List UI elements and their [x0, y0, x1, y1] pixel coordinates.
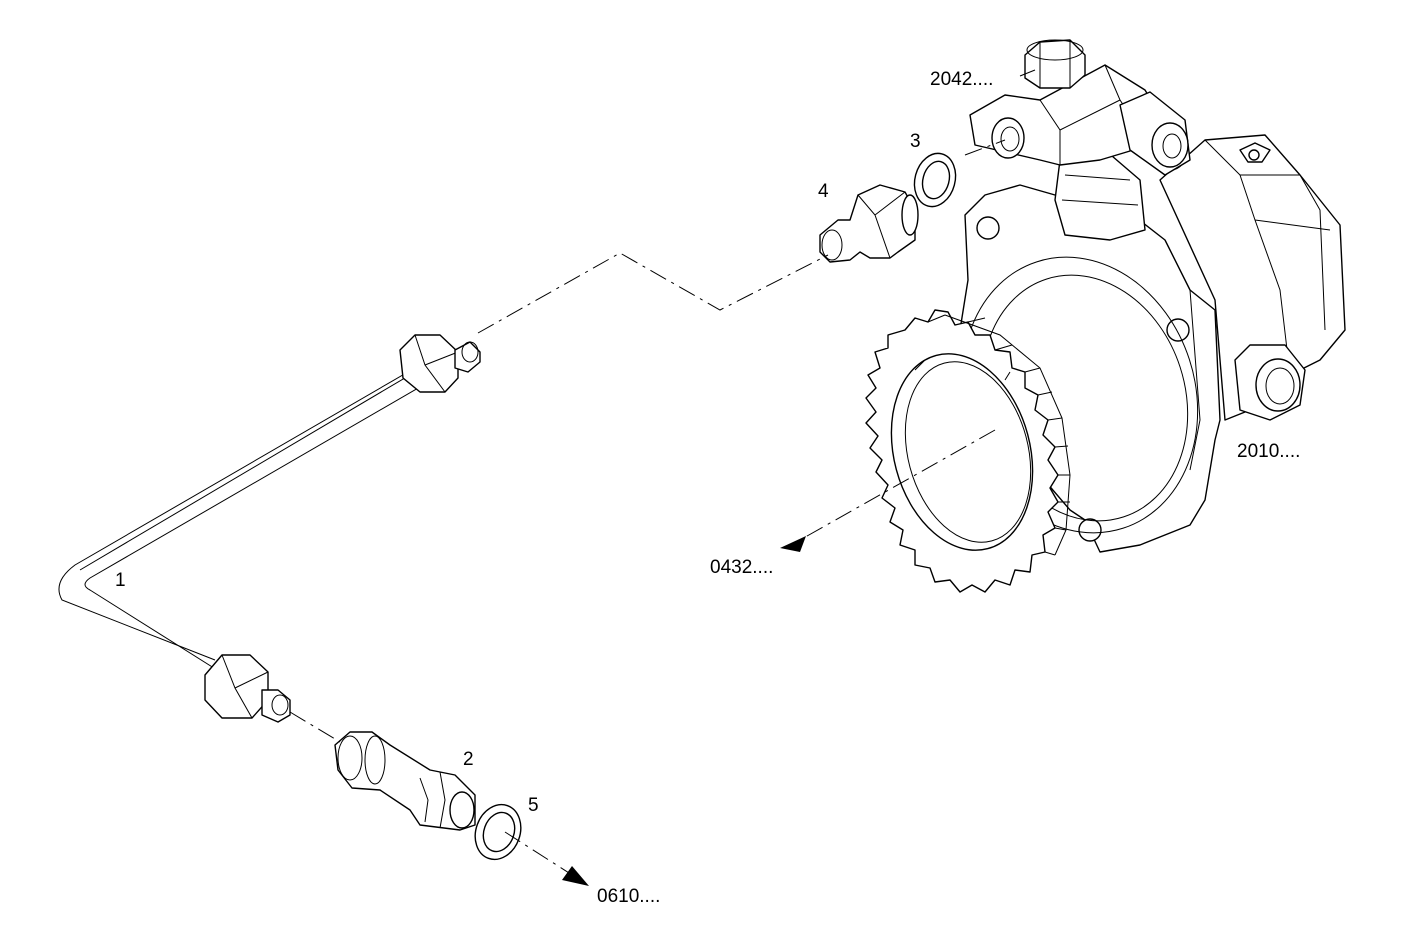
callout-part-1: 1 — [115, 570, 126, 591]
reference-0610: 0610.... — [597, 886, 660, 907]
fuel-pipe — [58, 334, 481, 723]
seal-ring-5 — [474, 803, 522, 861]
reference-2042: 2042.... — [930, 69, 993, 90]
union-adapter — [334, 731, 476, 831]
arrow-0432-icon — [780, 536, 806, 552]
callout-part-5: 5 — [528, 795, 539, 816]
seal-ring-3 — [913, 152, 957, 208]
reference-2010: 2010.... — [1237, 441, 1300, 462]
callout-part-2: 2 — [463, 749, 474, 770]
assembly-centerlines — [289, 139, 1006, 881]
drive-gear — [865, 309, 1071, 593]
arrow-0610-icon — [562, 866, 589, 886]
reference-0432: 0432.... — [710, 557, 773, 578]
callout-part-3: 3 — [910, 131, 921, 152]
union-fitting-4 — [819, 184, 919, 263]
callout-part-4: 4 — [818, 181, 829, 202]
